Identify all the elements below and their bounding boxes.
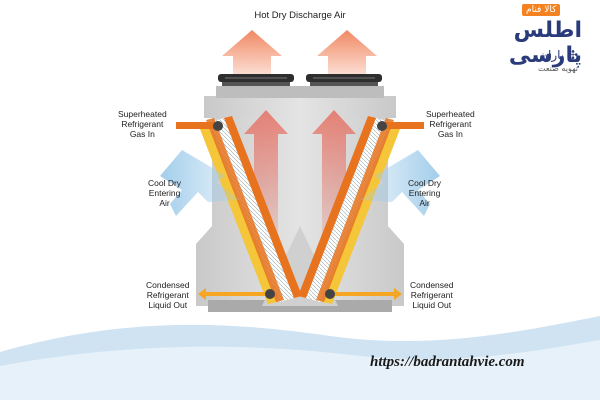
pipe-joint-right-top [377, 121, 387, 131]
hot-air-arrow-right [317, 30, 377, 82]
gas-in-pipe-left [176, 122, 216, 129]
casing-fan-deck [216, 86, 384, 98]
cool-air-arrow-right [360, 150, 440, 216]
condensed-liquid-out-label-right: Condensed Refrigerant Liquid Out [410, 280, 454, 310]
fan-icon: ✣ [567, 48, 578, 62]
hot-air-arrow-left [222, 30, 282, 82]
superheated-gas-in-label-right: Superheated Refrigerant Gas In [426, 109, 475, 139]
fan-right [306, 74, 382, 86]
background-wave-light [0, 340, 600, 400]
brand-sub-tagline: تهویه صنعت [537, 64, 578, 73]
discharge-air-label: Hot Dry Discharge Air [254, 10, 346, 21]
brand-logo: کالا فنام اطلس پارسی باران ✣ تهویه صنعت [482, 4, 592, 76]
brand-name: اطلس پارسی [508, 18, 582, 68]
liquid-out-arrow-left [198, 288, 268, 300]
cool-air-arrow-left [160, 150, 240, 216]
condensed-liquid-out-label-left: Condensed Refrigerant Liquid Out [146, 280, 190, 310]
fan-left [218, 74, 294, 86]
website-url: https://badrantahvie.com [370, 354, 525, 370]
cool-dry-air-label-left: Cool Dry Entering Air [148, 178, 182, 208]
pipe-joint-left-top [213, 121, 223, 131]
pipe-joint-left-bottom [265, 289, 275, 299]
brand-sub-name-text: باران [539, 48, 565, 62]
gas-in-pipe-right [384, 122, 424, 129]
cool-dry-air-label-right: Cool Dry Entering Air [408, 178, 442, 208]
liquid-out-arrow-right [332, 288, 402, 300]
pipe-joint-right-bottom [325, 289, 335, 299]
coil-right [298, 116, 402, 304]
coil-left [198, 116, 302, 304]
brand-sub-name: باران ✣ [482, 48, 578, 62]
casing-top [204, 96, 396, 118]
brand-tag: کالا فنام [522, 4, 561, 16]
superheated-gas-in-label-left: Superheated Refrigerant Gas In [118, 109, 167, 139]
